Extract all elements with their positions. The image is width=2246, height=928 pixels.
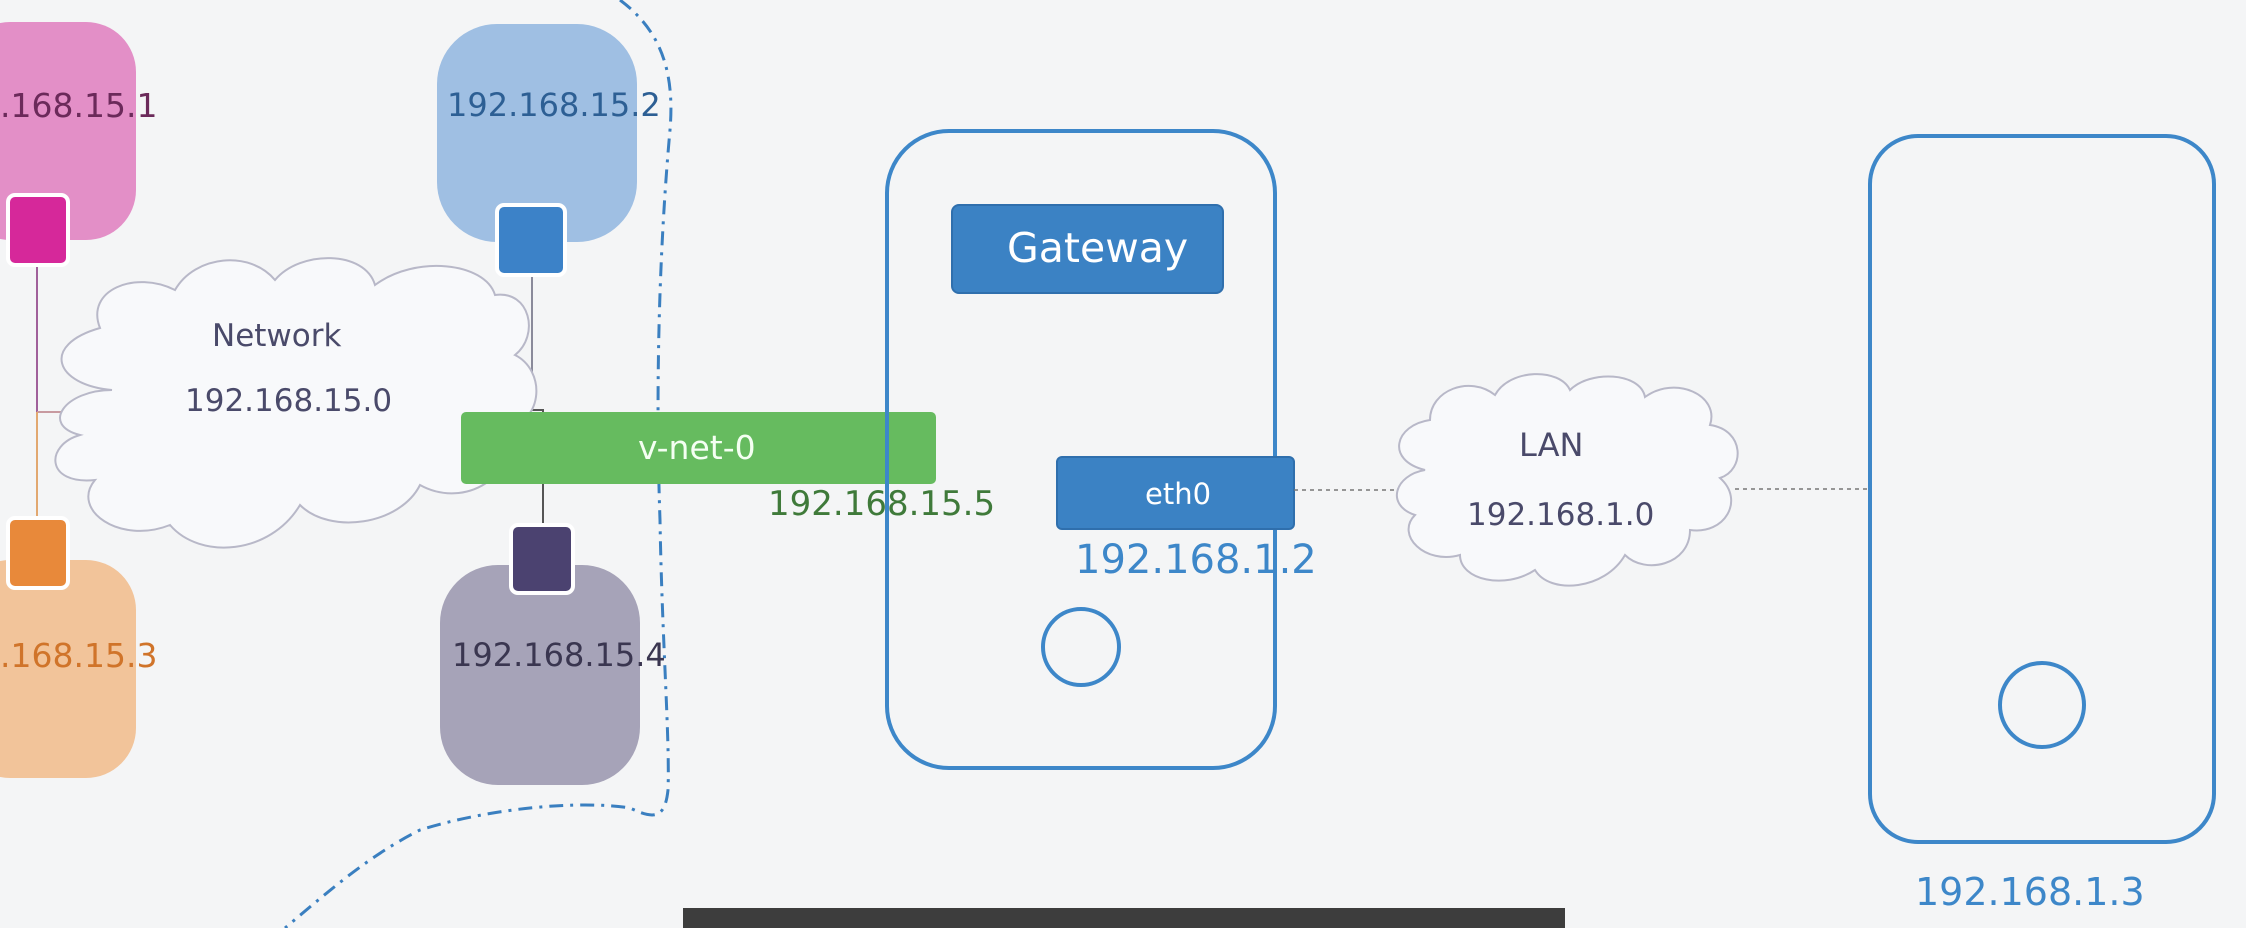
host-1-ip: .168.15.1 — [0, 86, 158, 125]
eth0-interface — [1056, 456, 1295, 530]
host-4-body — [440, 565, 640, 785]
lan-host-ip: 192.168.1.3 — [1915, 870, 2145, 914]
host-2-body — [437, 24, 637, 242]
network-cloud-ip: 192.168.15.0 — [185, 383, 393, 419]
lan-host-device — [1868, 134, 2216, 844]
vnet-ip: 192.168.15.5 — [768, 484, 996, 524]
network-cloud-label: Network — [212, 318, 342, 354]
lan-cloud-label: LAN — [1519, 426, 1584, 464]
namespace-boundary — [284, 0, 673, 928]
eth0-label: eth0 — [1145, 477, 1212, 511]
subtitle-bar — [683, 908, 1565, 928]
gateway-title: Gateway — [1007, 224, 1189, 272]
eth0-ip: 192.168.1.2 — [1075, 537, 1317, 583]
host-4-ip: 192.168.15.4 — [452, 636, 666, 674]
gateway-device — [885, 129, 1277, 770]
host-3-ip: .168.15.3 — [0, 636, 158, 675]
lan-host-button — [1998, 661, 2086, 749]
host-3-port — [6, 516, 70, 590]
host-2-ip: 192.168.15.2 — [447, 86, 661, 124]
vnet-bar — [461, 412, 936, 484]
link-host4 — [530, 409, 544, 530]
host-3-body — [0, 560, 136, 778]
host-1-body — [0, 22, 136, 240]
network-cloud-shape — [54, 257, 538, 549]
gateway-label-box — [951, 204, 1224, 294]
host-4-port — [509, 523, 575, 595]
host-1-port — [6, 193, 70, 267]
lan-cloud-ip: 192.168.1.0 — [1467, 497, 1655, 533]
host-2-port — [495, 203, 567, 277]
gateway-button — [1041, 607, 1121, 687]
vnet-label: v-net-0 — [638, 428, 756, 467]
lan-cloud-shape — [1395, 373, 1739, 587]
